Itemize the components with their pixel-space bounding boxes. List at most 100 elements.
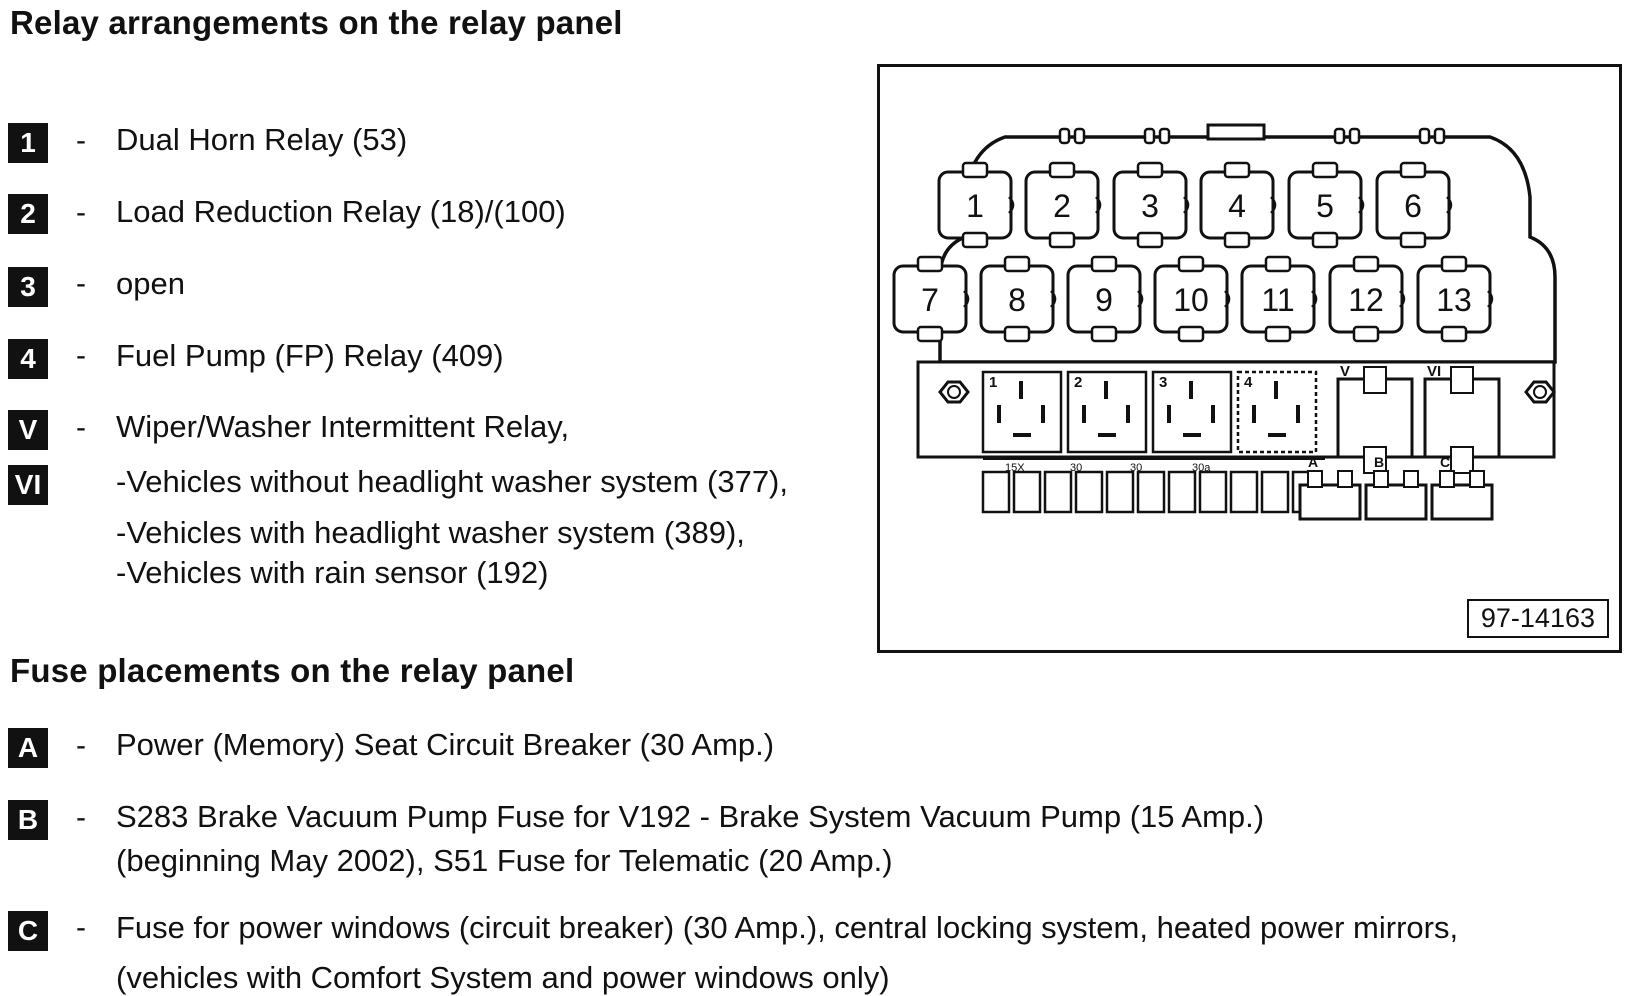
relay-slot-11: 11 [1240,255,1318,343]
relay-badge-3: 3 [8,267,48,307]
fuse-holder-label: A [1308,454,1318,470]
relay-slot-9: 9 [1066,255,1144,343]
relay-slot-6: 6 [1375,161,1453,249]
relay-slot-tab [1440,325,1468,343]
relay-slot-number: 13 [1436,282,1472,318]
relay-slot-tab [1136,231,1164,249]
fuse-item-c-line-2: (vehicles with Comfort System and power … [116,960,890,995]
fuse-item-a-text: Power (Memory) Seat Circuit Breaker (30 … [116,727,775,762]
relay-slot-tab [1352,255,1380,273]
relay-slot-tab [916,325,944,343]
fuse-badge-a: A [8,728,48,768]
fuse-holder-leg [1307,470,1323,488]
relay-slot-10: 10 [1153,255,1231,343]
relay-contact [1211,405,1215,423]
connector-pin [1260,470,1290,514]
connector-pin [1198,470,1228,514]
relay-slot-tab [961,161,989,179]
relay-slot-notch [1224,290,1231,308]
relay-slot-number: 3 [1141,188,1159,224]
relay-contact [1183,433,1201,437]
fuse-holder-leg [1439,470,1455,488]
relay-badge-4: 4 [8,339,48,379]
relay-slot-tab [1223,231,1251,249]
relay-slot-notch [1487,290,1494,308]
relay-slot-tab [1048,161,1076,179]
relay-slot-tab [1090,325,1118,343]
fuse-item-c-line-1: Fuse for power windows (circuit breaker)… [116,910,1459,945]
fuse-item-b-line-1: S283 Brake Vacuum Pump Fuse for V192 - B… [116,799,1265,834]
diagram-reference-number: 97-14163 [1466,599,1609,638]
relay-slot-4: 4 [1199,161,1277,249]
relay-slot-tab [1311,161,1339,179]
connector-pin [981,470,1011,514]
connector-pin [1043,470,1073,514]
housing-clip [1073,127,1086,145]
fuse-item-b-line-2: (beginning May 2002), S51 Fuse for Telem… [116,843,893,878]
dash: - [76,411,86,444]
relay-slot-notch [1095,196,1102,214]
panel-top-tab [1206,123,1266,141]
relay-slot-tab [1003,325,1031,343]
relay-slot-8: 8 [979,255,1057,343]
relay-contact [1189,381,1193,399]
relay-contact [1019,381,1023,399]
fuse-holder [1430,483,1494,521]
relay-slot-1: 1 [937,161,1015,249]
relay-slot-notch [1446,196,1453,214]
relay-slot-notch [1137,290,1144,308]
relay-contact [997,405,1001,423]
relay-contact [1126,405,1130,423]
relay-badge-v: V [8,410,48,450]
fuse-socket-latch [1450,446,1474,474]
connector-pin [1229,470,1259,514]
dash: - [76,801,86,834]
relay-slot-number: 8 [1008,282,1026,318]
fuse-placements-heading: Fuse placements on the relay panel [10,652,575,689]
fuse-badge-c: C [8,911,48,951]
relay-slot-notch [1311,290,1318,308]
relay-slot-tab [961,231,989,249]
relay-item-2-text: Load Reduction Relay (18)/(100) [116,194,566,229]
housing-clip [1158,127,1171,145]
relay-slot-tab [1399,161,1427,179]
relay-slot-5: 5 [1287,161,1365,249]
relay-badge-2: 2 [8,194,48,234]
connector-pin [1167,470,1197,514]
dash: - [76,267,86,300]
relay-slot-notch [1183,196,1190,214]
dash: - [76,339,86,372]
relay-item-3-text: open [116,266,185,301]
relay-slot-notch [963,290,970,308]
relay-slot-number: 4 [1228,188,1246,224]
relay-slot-notch [1050,290,1057,308]
housing-clip [1143,127,1156,145]
connector-pin [1105,470,1135,514]
fuse-holder-label: C [1440,454,1450,470]
relay-item-4-text: Fuel Pump (FP) Relay (409) [116,338,504,373]
fuse-socket-label: V [1340,363,1350,380]
fuse-socket-latch [1363,366,1387,394]
fuse-socket-label: VI [1427,363,1441,380]
relay-contact [1252,405,1256,423]
relay-slot-tab [1003,255,1031,273]
relay-slot-number: 9 [1095,282,1113,318]
relay-contact [1082,405,1086,423]
relay-slot-tab [1136,161,1164,179]
relay-item-1-text: Dual Horn Relay (53) [116,122,408,157]
relay-slot-tab [1264,325,1292,343]
relay-slot-tab [1177,255,1205,273]
relay-arrangements-heading: Relay arrangements on the relay panel [10,4,623,41]
relay-contact [1013,433,1031,437]
housing-clip [1058,127,1071,145]
relay-slot-12: 12 [1328,255,1406,343]
small-relay-block-number: 1 [989,374,997,391]
relay-slot-3: 3 [1112,161,1190,249]
dash: - [76,124,86,157]
relay-slot-tab [1264,255,1292,273]
relay-slot-notch [1008,196,1015,214]
relay-slot-7: 7 [892,255,970,343]
housing-clip [1418,127,1431,145]
